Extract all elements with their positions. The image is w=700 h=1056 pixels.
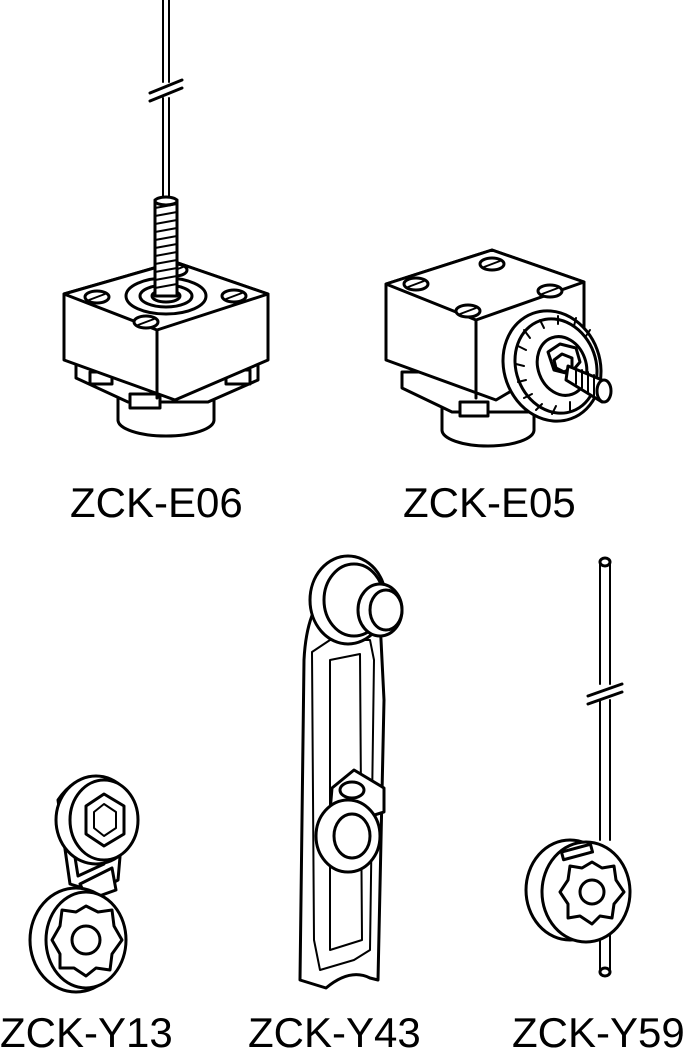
zck-y43-drawing xyxy=(298,554,404,990)
zck-y43-label: ZCK-Y43 xyxy=(248,1009,421,1056)
e05-plunger xyxy=(564,364,613,404)
zck-y13-drawing xyxy=(28,774,140,994)
zck-e05-label: ZCK-E05 xyxy=(403,479,576,526)
y59-rod xyxy=(586,556,624,978)
zck-y13-label: ZCK-Y13 xyxy=(0,1009,173,1056)
zck-e06-label: ZCK-E06 xyxy=(70,479,243,526)
e05-knurl xyxy=(515,315,591,415)
zck-y59-drawing xyxy=(524,556,632,978)
zck-y59-label: ZCK-Y59 xyxy=(512,1009,685,1056)
zck-e06-drawing xyxy=(62,0,270,438)
y59-star-hub xyxy=(558,860,626,926)
zck-e05-drawing xyxy=(384,248,613,448)
e06-rod xyxy=(148,0,184,201)
y13-star-hub xyxy=(50,904,124,978)
